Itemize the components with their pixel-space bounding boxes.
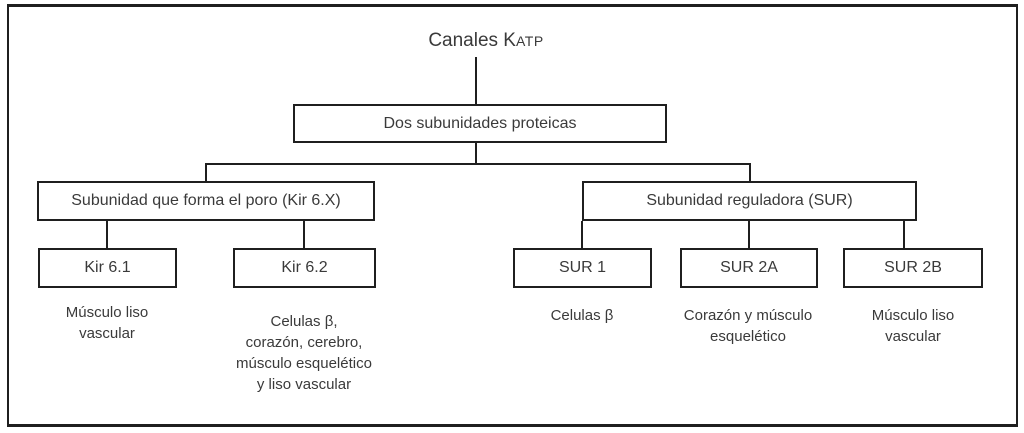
connector-sur2a bbox=[748, 221, 750, 248]
node-box-kir62: Kir 6.2 bbox=[233, 248, 376, 288]
connector-main-horizontal bbox=[205, 163, 751, 165]
branch-box-pore-subunit: Subunidad que forma el poro (Kir 6.X) bbox=[37, 181, 375, 221]
branch-box-pore-label: Subunidad que forma el poro (Kir 6.X) bbox=[71, 192, 341, 209]
branch-box-regulatory-label: Subunidad reguladora (SUR) bbox=[646, 192, 853, 209]
connector-drop-right-branch bbox=[749, 163, 751, 181]
root-box-label: Dos subunidades proteicas bbox=[383, 114, 577, 132]
caption-kir62: Celulas β, corazón, cerebro, músculo esq… bbox=[236, 313, 372, 393]
connector-kir61 bbox=[106, 221, 108, 248]
diagram-title: Canales KATP bbox=[370, 30, 602, 52]
node-box-kir61-label: Kir 6.1 bbox=[84, 259, 131, 276]
diagram-border-frame bbox=[7, 4, 1018, 427]
connector-sur2b bbox=[903, 221, 905, 248]
caption-kir61: Músculo liso vascular bbox=[65, 304, 149, 342]
node-box-sur2a: SUR 2A bbox=[680, 248, 818, 288]
caption-sur2b: Músculo liso vascular bbox=[871, 307, 955, 345]
connector-drop-left-branch bbox=[205, 163, 207, 181]
connector-title-to-root bbox=[475, 57, 477, 104]
node-box-sur2b: SUR 2B bbox=[843, 248, 983, 288]
node-box-kir61: Kir 6.1 bbox=[38, 248, 177, 288]
connector-sur1 bbox=[581, 221, 583, 248]
node-box-sur1: SUR 1 bbox=[513, 248, 652, 288]
caption-sur2a: Corazón y músculo esquelético bbox=[683, 307, 813, 345]
node-box-kir62-label: Kir 6.2 bbox=[281, 259, 328, 276]
diagram-title-subscript: ATP bbox=[515, 33, 544, 49]
node-box-sur1-label: SUR 1 bbox=[558, 259, 607, 276]
caption-sur1: Celulas β bbox=[550, 307, 614, 324]
root-box-subunits: Dos subunidades proteicas bbox=[293, 104, 667, 143]
connector-root-down bbox=[475, 143, 477, 163]
branch-box-regulatory-subunit: Subunidad reguladora (SUR) bbox=[582, 181, 917, 221]
node-box-sur2a-label: SUR 2A bbox=[720, 259, 778, 276]
diagram-title-main: Canales K bbox=[428, 30, 516, 51]
node-box-sur2b-label: SUR 2B bbox=[884, 259, 942, 276]
connector-kir62 bbox=[303, 221, 305, 248]
